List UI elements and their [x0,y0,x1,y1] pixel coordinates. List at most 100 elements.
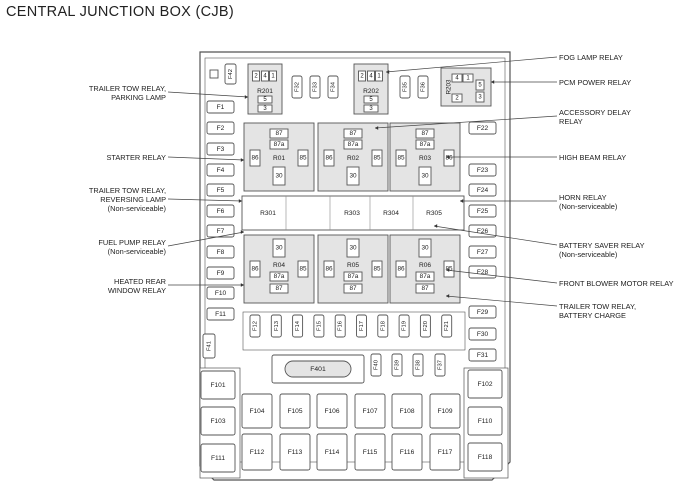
fuse-label-f116: F116 [400,449,415,456]
relay-pin [343,283,363,294]
relay-label-r04: R04 [273,262,285,269]
label: 86 [251,155,259,162]
relay-pin [462,73,474,83]
fuse-f23 [468,163,497,177]
relay-pin [269,70,277,82]
label: 2 [455,96,459,102]
callout-line: (Non-serviceable) [107,204,166,213]
leader-arrow [240,158,244,162]
fuse-label-f27: F27 [477,249,489,256]
fuse-f2 [206,121,235,135]
label: 3 [369,106,373,112]
callout-trailer-tow-reversing: TRAILER TOW RELAY,REVERSING LAMP(Non-ser… [89,186,166,213]
fuse-label-f21: F21 [444,321,450,331]
relay-pin [358,70,366,82]
leader-arrow [446,268,450,272]
fuse-label-f101: F101 [210,382,225,389]
label: 85 [445,266,453,273]
leader-line [374,115,558,129]
fuse-label-f109: F109 [437,408,452,415]
label: 5 [478,83,482,89]
label: 87 [421,285,429,292]
fuse-label-f40: F40 [374,360,380,370]
fuse-label-f37: F37 [438,360,444,370]
label: 87a [420,141,431,148]
relay-label-r301: R301 [260,210,276,217]
fuse-label-f115: F115 [363,449,378,456]
maxi-fuse-f114 [316,433,348,471]
callout-line: ACCESSORY DELAY [559,108,631,117]
label: 30 [349,245,357,252]
relay-pin [418,166,432,186]
fuse-label-f31: F31 [477,352,489,359]
label: 87 [349,130,357,137]
maxi-fuse-f113 [279,433,311,471]
fuse-label-f10: F10 [215,290,227,297]
fuse-label-f108: F108 [399,408,414,415]
fuse-label-f22: F22 [477,125,489,132]
fuse-f9 [206,266,235,280]
relay-pin [367,70,375,82]
relay-pin [451,93,463,103]
relay-strip [241,195,465,231]
callout-line: WINDOW RELAY [107,286,166,295]
relay-pin [269,139,289,150]
fuse-f35 [399,75,411,99]
callout-line: RELAY [559,117,583,126]
label: 87a [274,273,285,280]
callout-line: TRAILER TOW RELAY, [88,186,166,195]
fuse-label-f36: F36 [421,82,427,92]
leader-arrow [491,80,495,84]
relay-label-r305: R305 [426,210,442,217]
fuse-label-f42: F42 [228,69,234,79]
label: 86 [397,266,405,273]
leader-line [445,295,558,307]
fuse-f12 [249,314,261,338]
relay-pin [371,149,383,167]
fuse-f33 [309,75,321,99]
fuse-f18 [377,314,389,338]
fuse-label-f24: F24 [477,187,489,194]
fuse-label-f38: F38 [416,360,422,370]
callout-horn: HORN RELAY(Non-serviceable) [559,193,617,211]
relay-label-r203: R203 [446,79,453,94]
label: 85 [299,266,307,273]
maxi-fuse-f111 [200,443,236,473]
fuse-f11 [206,307,235,321]
leader-arrow [238,199,242,203]
relay-pin [272,238,286,258]
fuse-f25 [468,204,497,218]
fuse-label-f104: F104 [249,408,264,415]
fuse-label-f6: F6 [217,208,225,215]
label: 30 [275,245,283,252]
fuse-f32 [291,75,303,99]
label: 86 [251,266,259,273]
relay-label-r304: R304 [383,210,399,217]
callout-trailer-tow-battery: TRAILER TOW RELAY,BATTERY CHARGE [559,302,636,320]
fuse-label-f107: F107 [362,408,377,415]
label: 87 [349,285,357,292]
fuse-label-f110: F110 [478,418,493,425]
fuse-f401 [284,360,352,378]
label: 30 [421,173,429,180]
fuse-label-f112: F112 [250,449,265,456]
fuse-label-f117: F117 [438,449,453,456]
callout-line: HIGH BEAM RELAY [559,153,627,162]
relay-pin [272,166,286,186]
fuse-label-f102: F102 [477,381,492,388]
fuse-f6 [206,204,235,218]
fuse-f20 [419,314,431,338]
maxi-fuse-f103 [200,406,236,436]
relay-label-r303: R303 [344,210,360,217]
fuse-label-f34: F34 [331,81,337,92]
maxi-fuse-f110 [467,406,503,436]
relay-pin [415,128,435,139]
label: 3 [478,95,482,101]
relay-pin [257,95,273,104]
relay-pin [363,104,379,113]
label: 86 [325,155,333,162]
callout-front-blower: FRONT BLOWER MOTOR RELAY [559,279,674,288]
fuse-label-f16: F16 [338,321,344,331]
fuse-label-f29: F29 [477,309,489,316]
